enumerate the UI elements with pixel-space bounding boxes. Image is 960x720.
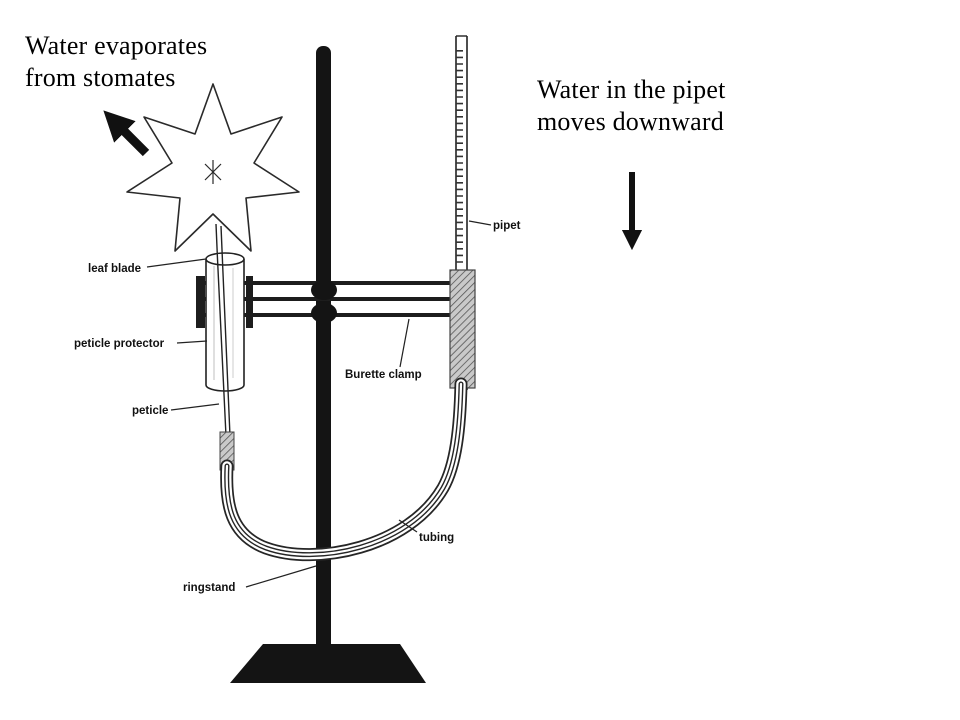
- leader-petiole: [170, 403, 220, 411]
- leaf-blade-drawing: [126, 83, 300, 252]
- annotation-pipet-flow-line1: Water in the pipet: [537, 75, 726, 104]
- leader-tubing: [398, 519, 418, 533]
- leader-pipet: [468, 220, 492, 226]
- label-petiole: peticle: [132, 405, 168, 417]
- clamp-center-knobs: [311, 280, 337, 323]
- label-tubing: tubing: [419, 532, 454, 544]
- tubing-curve: [220, 377, 468, 562]
- clamp-sleeve-right: [449, 269, 476, 389]
- annotation-evaporation-line1: Water evaporates: [25, 31, 208, 60]
- annotation-pipet-flow-line2: moves downward: [537, 106, 724, 136]
- label-pipet: pipet: [493, 220, 521, 232]
- annotation-evaporation-line2: from stomates: [25, 62, 176, 92]
- label-leader-lines: [146, 220, 492, 588]
- leader-petiole-protector: [176, 340, 208, 344]
- ringstand-base: [230, 644, 426, 683]
- annotation-pipet-flow: Water in the pipet moves downward: [537, 74, 726, 137]
- leaf-veins: [204, 160, 222, 184]
- leader-leaf-blade: [146, 258, 207, 268]
- evaporation-up-left-arrow-icon: [103, 110, 150, 157]
- clamp-jaw-left: [196, 276, 253, 328]
- petiole-protector-tube: [205, 252, 245, 392]
- ringstand-pole: [316, 46, 331, 652]
- label-petiole-protector: peticle protector: [74, 338, 165, 350]
- label-burette-clamp: Burette clamp: [345, 369, 422, 381]
- petiole-line: [215, 223, 231, 437]
- leader-burette-clamp: [399, 318, 410, 368]
- annotation-evaporation: Water evaporates from stomates: [25, 30, 207, 93]
- leader-ringstand: [245, 565, 317, 588]
- label-leaf-blade: leaf blade: [88, 263, 141, 275]
- label-ringstand: ringstand: [183, 582, 235, 594]
